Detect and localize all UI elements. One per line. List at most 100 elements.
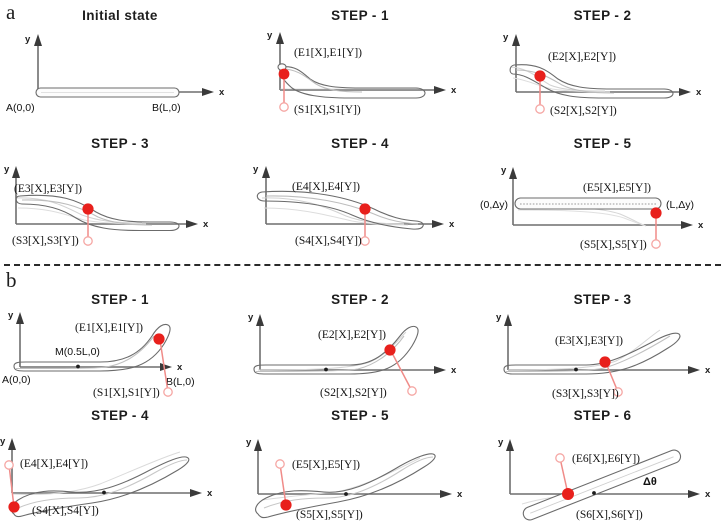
label-start-point: (S4[X],S4[Y])	[295, 235, 362, 247]
panel-a-cell-initial-state: Initial state y x A(0,0) B(L,0)	[0, 8, 240, 128]
cell-title: STEP - 4	[331, 136, 389, 151]
start-point-marker	[83, 236, 93, 246]
marker-pair	[384, 344, 417, 396]
label-point-a: A(0,0)	[6, 102, 35, 114]
panel-b-cell-step-1: STEP - 1 y x M(0.5L,0) A(0,0) B(L,0) (E1…	[0, 292, 240, 410]
label-point-b: B(L,0)	[152, 102, 181, 114]
label-end-point: (E1[X],E1[Y])	[294, 47, 362, 59]
label-start-point: (S5[X],S5[Y])	[580, 239, 647, 251]
start-point-marker	[613, 387, 623, 397]
midpoint-dot	[574, 367, 578, 372]
panel-divider	[4, 264, 721, 266]
marker-pair	[278, 68, 290, 112]
start-point-marker	[651, 239, 661, 249]
start-point-marker	[407, 386, 417, 396]
label-end-point: (E2[X],E2[Y])	[318, 329, 386, 341]
panel-b-cell-step-4: STEP - 4 y x (E4[X],E4[Y]) (S4[X],S4[Y])	[0, 408, 240, 522]
axis-label-y: y	[8, 310, 14, 321]
end-point-marker	[384, 344, 396, 356]
axis-label-y: y	[248, 312, 254, 323]
label-end-point: (E5[X],E5[Y])	[583, 182, 651, 194]
marker-pair	[534, 70, 546, 114]
diagram-step-3: y x (E3[X],E3[Y]) (S3[X],S3[Y])	[4, 164, 209, 247]
axis-label-x: x	[451, 85, 457, 96]
diagram-step-1: y x (E1[X],E1[Y]) (S1[X],S1[Y])	[267, 30, 457, 116]
label-start-point: (S1[X],S1[Y])	[294, 104, 361, 116]
axis-label-y: y	[496, 312, 502, 323]
midpoint-dot	[76, 364, 80, 369]
rod-shape	[255, 453, 436, 519]
axis-label-y: y	[498, 437, 504, 448]
marker-pair	[599, 356, 623, 397]
label-end-point: (E4[X],E4[Y])	[20, 458, 88, 470]
label-start-point: (S4[X],S4[Y])	[32, 505, 99, 517]
axes	[512, 34, 691, 96]
panel-a-cell-step-4: STEP - 4 y x (E4[X],E4[Y]) (S4[X],S4[Y])	[240, 136, 480, 256]
marker-pair	[359, 203, 371, 246]
midpoint-dot	[324, 367, 328, 372]
label-start-point: (S6[X],S6[Y])	[576, 509, 643, 521]
axis-label-y: y	[503, 32, 509, 43]
rod-shape	[503, 332, 681, 375]
axis-label-y: y	[267, 30, 273, 41]
diagram-step-5: y x (0,Δy) (L,Δy) (E5[X],E5[Y]) (S5[X],S…	[480, 165, 704, 251]
axis-label-y: y	[4, 164, 10, 175]
panel-a-cell-step-2: STEP - 2 y x (E2[X],E2[Y]) (S2[X],S2[Y])	[480, 8, 725, 128]
rod-shape	[11, 456, 190, 518]
diagram-step-2: y x (E2[X],E2[Y]) (S2[X],S2[Y])	[503, 32, 702, 117]
axes	[276, 32, 446, 94]
ghost-shape	[261, 197, 409, 226]
label-delta-theta: Δθ	[643, 476, 657, 488]
diagram-b-step-6: y x Δθ (E6[X],E6[Y]) (S6[X],S6[Y])	[498, 437, 711, 521]
axis-label-x: x	[457, 489, 463, 500]
rod-shape	[514, 197, 662, 210]
marker-pair	[555, 453, 574, 500]
axes	[12, 166, 198, 228]
end-point-marker	[599, 356, 611, 368]
axis-label-x: x	[449, 219, 455, 230]
start-point-marker	[535, 104, 545, 114]
start-point-marker-filled	[562, 488, 574, 500]
rod-shape	[522, 449, 682, 521]
axis-label-x: x	[207, 488, 213, 499]
label-end-point: (E1[X],E1[Y])	[75, 322, 143, 334]
label-left-offset: (0,Δy)	[480, 199, 508, 211]
panel-b-cell-step-5: STEP - 5 y x (E5[X],E5[Y]) (S5[X],S5[Y])	[240, 408, 480, 522]
marker-pair	[4, 460, 20, 513]
rod-shape	[13, 323, 171, 372]
panel-letter-b: b	[6, 268, 17, 292]
axis-label-y: y	[253, 164, 259, 175]
diagram-b-step-3: y x (E3[X],E3[Y]) (S3[X],S3[Y])	[496, 312, 711, 400]
axis-label-x: x	[705, 365, 711, 376]
axis-label-y: y	[246, 437, 252, 448]
axis-label-x: x	[203, 219, 209, 230]
label-end-point: (E5[X],E5[Y])	[292, 459, 360, 471]
axis-label-x: x	[696, 87, 702, 98]
midpoint-dot	[592, 491, 596, 495]
cell-title: Initial state	[82, 8, 158, 23]
label-end-point: (E3[X],E3[Y])	[555, 335, 623, 347]
panel-b-cell-step-3: STEP - 3 y x (E3[X],E3[Y]) (S3[X],S3[Y])	[480, 292, 725, 410]
axes	[262, 166, 444, 228]
panel-a-cell-step-5: STEP - 5 y x (0,Δy) (L,Δy) (E5[X],E5[Y])…	[480, 136, 725, 256]
end-point-marker	[82, 203, 94, 215]
start-point-marker-filled	[8, 501, 20, 513]
cell-title: STEP - 1	[331, 8, 389, 23]
panel-letter-a: a	[6, 0, 16, 24]
panel-a-cell-step-3: STEP - 3 y x (E3[X],E3[Y]) (S3[X],S3[Y])	[0, 136, 240, 256]
ghost-shape	[507, 329, 661, 371]
cell-title: STEP - 5	[573, 136, 632, 151]
end-point-marker	[278, 68, 290, 80]
diagram-initial-state: y x A(0,0) B(L,0)	[6, 34, 225, 114]
start-point-marker	[163, 387, 173, 397]
marker-pair	[650, 207, 662, 249]
axis-label-x: x	[698, 220, 704, 231]
label-start-point: (S5[X],S5[Y])	[296, 509, 363, 521]
rod-shape	[509, 64, 674, 99]
midpoint-dot	[102, 490, 106, 495]
cell-title: STEP - 2	[573, 8, 632, 23]
end-point-marker	[650, 207, 662, 219]
label-start-point: (S1[X],S1[Y])	[93, 387, 160, 399]
end-point-marker	[153, 333, 165, 345]
label-end-point: (E4[X],E4[Y])	[292, 181, 360, 193]
